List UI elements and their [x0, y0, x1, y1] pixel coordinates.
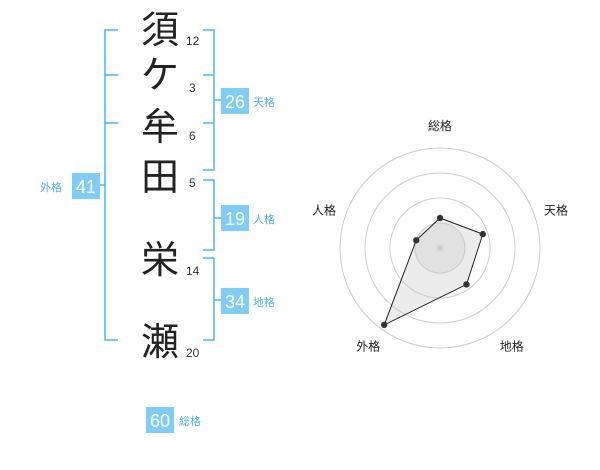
name-char-2: ケ: [141, 53, 179, 97]
radar-axis-label: 天格: [544, 202, 568, 217]
soukaku-badge: 60 総格: [146, 407, 201, 433]
chikaku-label: 地格: [253, 295, 275, 309]
stroke-count-5: 14: [186, 264, 200, 278]
tenkaku-label: 天格: [253, 95, 275, 109]
radar-point: [413, 237, 420, 244]
radar-axis-label: 総格: [428, 118, 452, 133]
jinkaku-badge: 19 人格: [221, 205, 275, 231]
name-char-3: 牟: [141, 105, 179, 149]
jinkaku-bracket: [203, 179, 221, 251]
radar-point: [479, 230, 486, 238]
radar-center: [437, 245, 443, 251]
jinkaku-label: 人格: [253, 212, 275, 226]
stroke-count-4: 5: [189, 176, 196, 190]
radar-axis-label: 地格: [500, 339, 524, 354]
gaikaku-value: 41: [76, 177, 96, 197]
jinkaku-value: 19: [225, 209, 245, 229]
tenkaku-value: 26: [225, 92, 245, 112]
gaikaku-bracket: [97, 29, 118, 341]
radar-points: [380, 214, 486, 329]
stroke-count-6: 20: [186, 346, 200, 360]
soukaku-label: 総格: [179, 414, 201, 428]
radar-rings: [339, 147, 541, 349]
radar-point: [436, 214, 444, 222]
chikaku-value: 34: [225, 292, 245, 312]
radar-point: [380, 321, 388, 329]
tenkaku-bracket: [203, 29, 221, 171]
stroke-count-1: 12: [186, 34, 200, 48]
radar-point: [463, 281, 470, 288]
name-char-6: 瀬: [141, 320, 179, 364]
name-column: 須 ケ 牟 田 栄 瀬 12 3 6 5 14 20: [97, 8, 221, 364]
radar-area: [383, 217, 484, 326]
name-char-4: 田: [141, 155, 179, 199]
stroke-count-3: 6: [189, 129, 196, 143]
tenkaku-badge: 26 天格: [221, 88, 275, 114]
radar-axis-label: 外格: [356, 339, 380, 354]
radar-axis-label: 人格: [312, 202, 336, 217]
gaikaku-label: 外格: [40, 180, 62, 194]
chikaku-bracket: [203, 257, 221, 341]
chikaku-badge: 34 地格: [221, 288, 275, 314]
soukaku-value: 60: [150, 411, 170, 431]
stroke-count-2: 3: [189, 81, 196, 95]
gaikaku-badge: 41 外格: [40, 173, 100, 199]
name-char-1: 須: [141, 8, 179, 52]
name-char-5: 栄: [141, 238, 179, 282]
